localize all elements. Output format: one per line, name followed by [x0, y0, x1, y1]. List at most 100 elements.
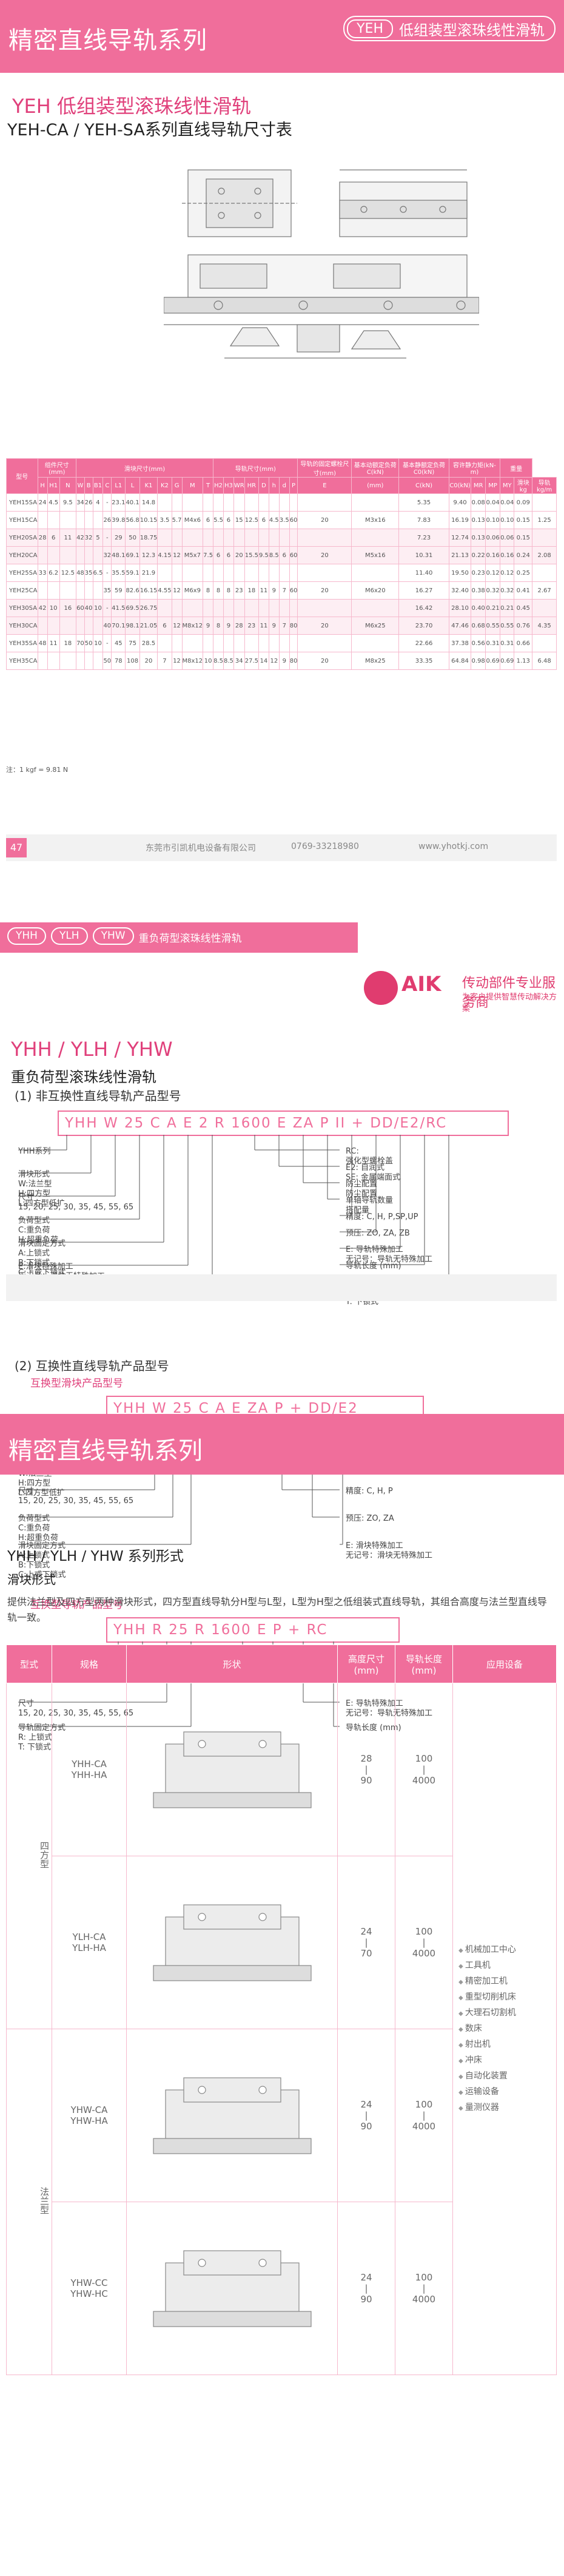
spec-cell-g: 12 — [171, 546, 183, 564]
spec-cell-h2 — [213, 529, 224, 547]
spec-cell-k2: 4.15 — [157, 546, 172, 564]
spec-cell-l1: 78 — [111, 652, 126, 670]
spec-cell-g — [171, 493, 183, 512]
spec-cell-hr — [244, 564, 259, 582]
spec-cell-t: 8 — [203, 581, 214, 600]
spec-cell-mr: 0.68 — [471, 617, 486, 635]
section1-header-badge: YEH 低组装型滚珠线性滑轨 — [343, 16, 556, 41]
spec-cell-h2 — [213, 493, 224, 512]
spec-cell-h — [37, 652, 48, 670]
section3-subtitle: 滑块形式 — [7, 1572, 56, 1587]
spec-cell-p: 60 — [289, 511, 298, 529]
spec-cell-bolt: M3x16 — [351, 511, 400, 529]
spec-cell-model: YEH30CA — [6, 617, 38, 635]
spec-cell-e — [297, 634, 352, 652]
col-group-rail: 导轨尺寸(mm) — [213, 458, 298, 478]
spec-cell-d — [258, 493, 269, 512]
spec-cell-c: 35 — [102, 581, 112, 600]
subheader-16: WR — [233, 477, 245, 494]
shape-length-cell: 100 | 4000 — [395, 1683, 453, 1856]
spec-cell-mr: 0.38 — [471, 581, 486, 600]
spec-cell-mp: 0.32 — [485, 581, 501, 600]
spec-cell-c_kn: 11.40 — [398, 564, 449, 582]
spec-cell-p: 80 — [289, 617, 298, 635]
block-shape-illustration — [126, 1683, 338, 1856]
spec-cell-mp: 0.31 — [485, 634, 501, 652]
spec-cell-bolt — [351, 634, 400, 652]
spec-cell-bolt: M8x25 — [351, 652, 400, 670]
spec-cell-bolt — [351, 493, 400, 512]
spec-cell-my: 0.21 — [500, 599, 515, 617]
spec-cell-c0_kn: 47.46 — [448, 617, 472, 635]
spec-cell-c: 32 — [102, 546, 112, 564]
spec-cell-n — [59, 546, 77, 564]
spec-cell-mr: 0.98 — [471, 652, 486, 670]
page-number: 47 — [6, 838, 27, 857]
spec-cell-hr — [244, 493, 259, 512]
spec-cell-d — [258, 529, 269, 547]
spec-cell-d: 3.5 — [278, 511, 290, 529]
spec-cell-wr: 2.67 — [532, 581, 557, 600]
col-dynamic-load: 基本动额定负荷C(kN) — [351, 458, 400, 478]
spec-cell-c0_kn: 12.74 — [448, 529, 472, 547]
spec-cell-n: 9.5 — [59, 493, 77, 512]
subheader-8: L — [125, 477, 140, 494]
spec-cell-n: 18 — [59, 634, 77, 652]
spec-cell-k1: 16.15 — [139, 581, 158, 600]
spec-cell-k2 — [157, 634, 172, 652]
spec-cell-h — [268, 634, 280, 652]
spec-cell-h — [268, 599, 280, 617]
spec-cell-g — [171, 564, 183, 582]
spec-cell-model: YEH15CA — [6, 511, 38, 529]
spec-cell-bolt — [351, 529, 400, 547]
code-label: RC: 强化型螺栓盖 — [346, 1147, 394, 1166]
spec-cell-h1: 11 — [47, 634, 60, 652]
spec-cell-h: 4.5 — [268, 511, 280, 529]
spec-cell-hr: 15.5 — [244, 546, 259, 564]
series-code-badge: YEH — [347, 19, 393, 38]
spec-cell-b — [84, 546, 93, 564]
series-label: 低组装型滚珠线性滑轨 — [399, 21, 545, 39]
spec-cell-wr: 6.48 — [532, 652, 557, 670]
spec-cell-k1: 21.05 — [139, 617, 158, 635]
spec-cell-bolt: M6x20 — [351, 581, 400, 600]
spec-cell-m — [181, 529, 204, 547]
spec-cell-e — [297, 564, 352, 582]
subheader-28: MY — [500, 477, 515, 494]
footer-website[interactable]: www.yhotkj.com — [418, 842, 489, 851]
spec-cell-p: 60 — [289, 581, 298, 600]
spec-cell-t — [203, 493, 214, 512]
spec-cell-l: 40.1 — [125, 493, 140, 512]
subheader-18: D — [258, 477, 269, 494]
spec-cell-h3 — [223, 493, 234, 512]
block-detail-drawing — [224, 324, 406, 359]
spec-cell-wr — [532, 599, 557, 617]
spec-cell-h: 9 — [268, 617, 280, 635]
spec-cell-c: - — [102, 564, 112, 582]
spec-cell-my: 0.10 — [500, 511, 515, 529]
aik-logo-icon — [364, 971, 398, 1005]
applications-cell: 机械加工中心工具机精密加工机重型切削机床大理石切割机数床射出机冲床自动化装置运输… — [452, 1683, 557, 2375]
shape-spec-cell: YHH-CA YHH-HA — [52, 1683, 127, 1856]
spec-cell-hr: 18 — [244, 581, 259, 600]
spec-cell-hr: 12.5 — [244, 511, 259, 529]
spec-cell-m — [181, 493, 204, 512]
spec-cell-wr — [532, 529, 557, 547]
spec-cell-c0_kn: 21.13 — [448, 546, 472, 564]
spec-cell-b1: 10 — [92, 634, 104, 652]
spec-cell-h: 33 — [37, 564, 48, 582]
spec-cell-wb: 0.41 — [514, 581, 533, 600]
spec-cell-c0_kn: 19.50 — [448, 564, 472, 582]
subheader-30: 导轨kg/m — [532, 477, 557, 494]
code-label: 尺寸 15, 20, 25, 30, 35, 45, 55, 65 — [18, 1193, 134, 1212]
spec-cell-h: 8.5 — [268, 546, 280, 564]
spec-cell-l: 69.1 — [125, 546, 140, 564]
spec-cell-c_kn: 7.83 — [398, 511, 449, 529]
spec-cell-d — [278, 564, 290, 582]
spec-cell-wb: 0.15 — [514, 511, 533, 529]
spec-cell-h1: 4.5 — [47, 493, 60, 512]
shape-spec-cell: YLH-CA YLH-HA — [52, 1856, 127, 2029]
